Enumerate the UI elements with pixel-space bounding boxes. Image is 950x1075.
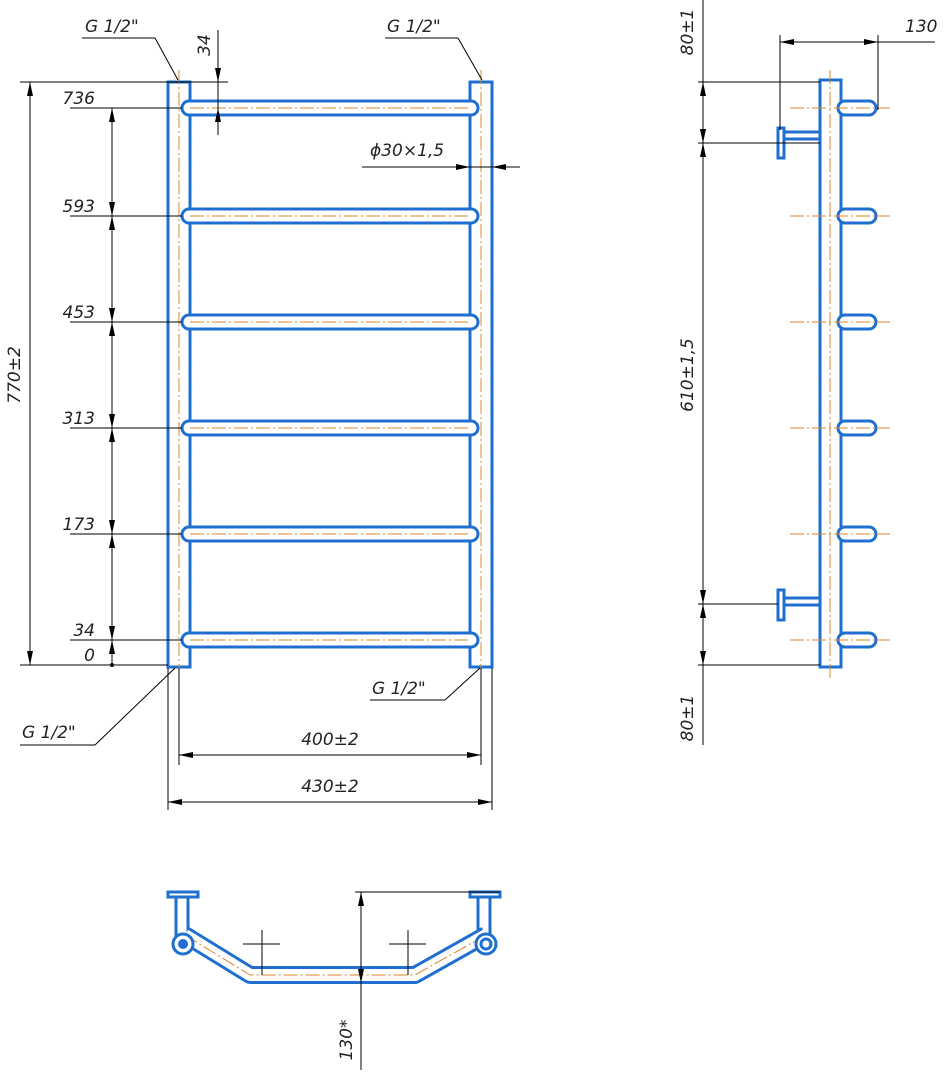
rail-height-label: 593 <box>63 197 95 217</box>
top-offset-side-label: 80±1 <box>678 9 698 56</box>
total-width-label: 430±2 <box>301 777 359 797</box>
bracket-spacing-label: 610±1,5 <box>678 338 698 412</box>
rail-height-label: 173 <box>63 515 95 535</box>
depth-label: 130 <box>905 17 937 37</box>
thread-bottom-left-label: G 1/2" <box>22 723 76 743</box>
rail-height-label: 453 <box>63 303 95 323</box>
rail-height-label: 313 <box>63 409 95 429</box>
thread-bottom-right-label: G 1/2" <box>372 679 426 699</box>
thread-top-right-label: G 1/2" <box>387 17 441 37</box>
top-view-depth-label: 130* <box>337 1020 357 1061</box>
pipe-size-label: ϕ30×1,5 <box>370 141 444 161</box>
bottom-offset-side-label: 80±1 <box>678 695 698 742</box>
wall-bracket-bottom <box>776 588 822 622</box>
side-view: 130 80±1 610±1,5 80±1 <box>678 0 937 745</box>
rail-height-label: 736 <box>63 89 96 109</box>
rail-height-label: 34 <box>73 621 95 641</box>
top-offset-label: 34 <box>195 34 215 56</box>
rail-height-label: 0 <box>84 646 95 666</box>
total-height-label: 770±2 <box>5 346 25 404</box>
center-width-label: 400±2 <box>301 730 359 750</box>
top-view: 130* <box>166 890 502 1070</box>
thread-top-left-label: G 1/2" <box>85 17 139 37</box>
front-view: 770±2 736 593 453 313 173 34 0 34 G 1/2" G 1/2… <box>5 17 520 810</box>
